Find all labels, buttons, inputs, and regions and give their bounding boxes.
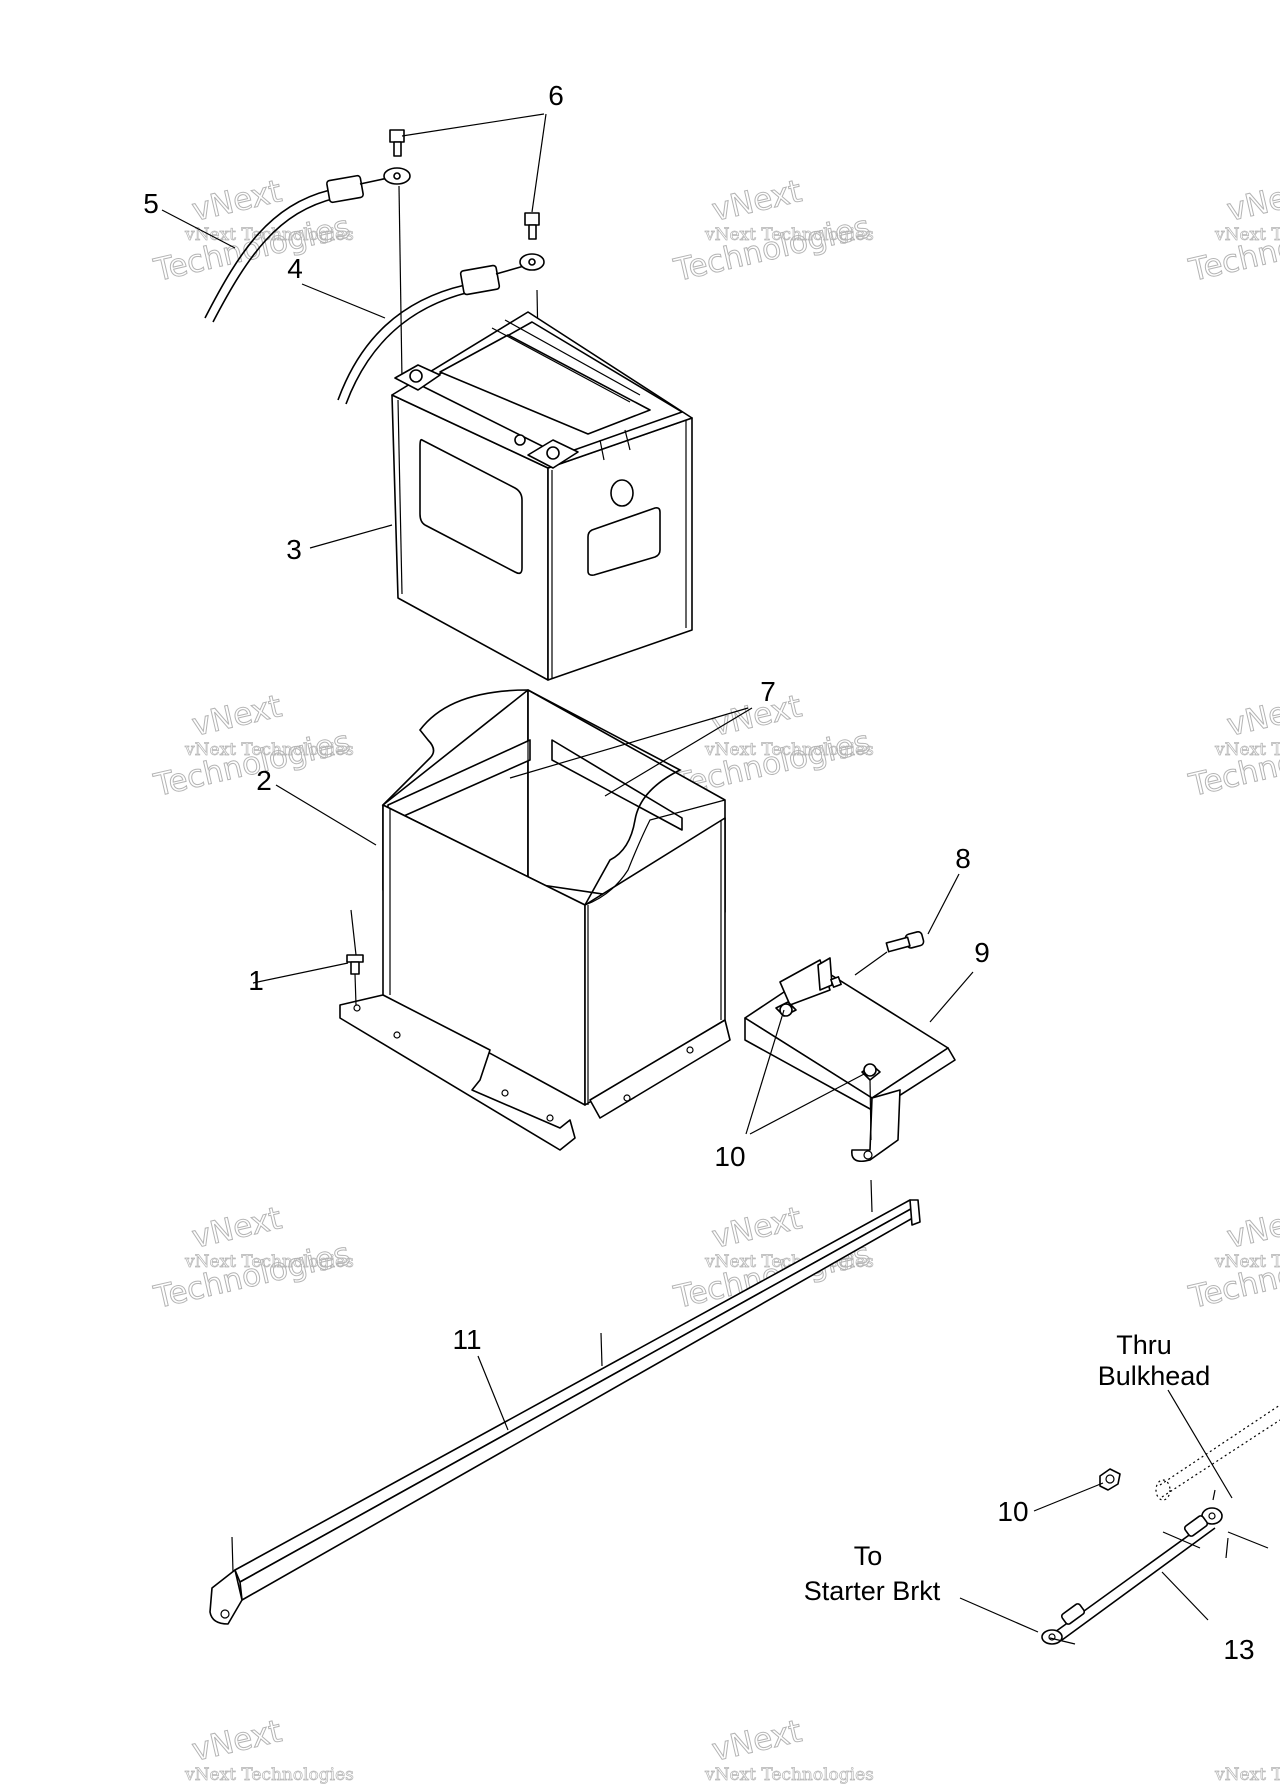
watermark: vNext Technologies vNext Technologies	[150, 173, 354, 290]
note-starter-brkt: Starter Brkt	[804, 1576, 941, 1606]
annotations: Thru Bulkhead To Starter Brkt	[804, 1330, 1211, 1606]
watermark: vNext Technologies vNext	[704, 1713, 875, 1785]
watermark: vNext Technologies vNext Technologies	[150, 1200, 354, 1317]
svg-text:vNext Technologies: vNext Technologies	[1214, 225, 1280, 245]
callout-2: 2	[256, 765, 272, 796]
battery-box	[339, 689, 731, 1151]
svg-text:vNext Technologies: vNext Technologies	[1214, 740, 1280, 760]
svg-text:vNext: vNext	[1224, 1200, 1280, 1255]
watermark: vNext Technologies vNext Technologies	[1185, 688, 1280, 805]
callout-10: 10	[997, 1496, 1028, 1527]
note-to: To	[854, 1541, 883, 1571]
nut	[1099, 1468, 1121, 1491]
positive-cable	[337, 253, 545, 405]
note-thru: Thru	[1116, 1330, 1172, 1360]
watermark: vNext Technologies vNext Technologies	[670, 173, 874, 290]
note-bulkhead: Bulkhead	[1098, 1361, 1211, 1391]
watermark: vNext Technologies vNext	[184, 1713, 355, 1785]
svg-text:vNext: vNext	[709, 1200, 805, 1255]
callout-5: 5	[143, 188, 159, 219]
svg-text:vNext: vNext	[709, 173, 805, 228]
callout-8: 8	[955, 843, 971, 874]
watermark-line1: vNext Technologies	[184, 225, 354, 245]
callout-6: 6	[548, 80, 564, 111]
callout-7: 7	[760, 676, 776, 707]
watermark-line2: vNext	[189, 173, 285, 228]
callout-1: 1	[248, 965, 264, 996]
watermark: vNext Technologies vNext Technologies	[1185, 173, 1280, 290]
callout-13: 13	[1223, 1634, 1254, 1665]
leader-lines	[161, 113, 1233, 1633]
watermark-line3: Technologies	[150, 209, 353, 289]
svg-text:vNext Technologies: vNext Technologies	[704, 1765, 874, 1785]
svg-text:Technologies: Technologies	[670, 209, 873, 289]
svg-text:vNext Technologies: vNext Technologies	[184, 1252, 354, 1272]
callout-11: 11	[452, 1324, 481, 1355]
svg-text:vNext: vNext	[709, 688, 805, 743]
svg-text:vNext Technologies: vNext Technologies	[184, 1765, 354, 1785]
cable-rod	[1041, 1489, 1269, 1645]
svg-text:Technologies: Technologies	[150, 1236, 353, 1316]
callout-4: 4	[287, 253, 303, 284]
svg-text:Technologies: Technologies	[150, 724, 353, 804]
support-rail	[209, 1179, 921, 1625]
svg-text:vNext: vNext	[1224, 173, 1280, 228]
callout-3: 3	[286, 534, 302, 565]
callout-9: 9	[974, 937, 990, 968]
watermark: vNext Technologies vNext Technologies	[150, 688, 354, 805]
fastener-pin	[346, 909, 364, 1006]
battery	[391, 311, 693, 681]
callouts: 1 2 3 4 5 6 7 8 9 10 10 11 13	[143, 80, 1254, 1665]
svg-text:vNext: vNext	[709, 1713, 805, 1768]
svg-text:vNext: vNext	[189, 688, 285, 743]
watermark: vNext Technologies	[1214, 1765, 1280, 1786]
negative-cable	[204, 167, 411, 323]
svg-text:vNext Technologies: vNext Technologies	[184, 740, 354, 760]
svg-text:vNext Technologies: vNext Technologies	[1214, 1765, 1280, 1785]
svg-text:vNext Technologies: vNext Technologies	[704, 225, 874, 245]
callout-10: 10	[714, 1141, 745, 1172]
svg-text:vNext Technologies: vNext Technologies	[1214, 1252, 1280, 1272]
svg-text:vNext: vNext	[1224, 688, 1280, 743]
svg-text:vNext: vNext	[189, 1713, 285, 1768]
svg-text:vNext: vNext	[189, 1200, 285, 1255]
hold-down-bracket	[744, 957, 956, 1163]
watermark: vNext Technologies vNext Technologies	[1185, 1200, 1280, 1317]
bolt	[854, 931, 925, 976]
bulkhead-hidden-cable	[1155, 1404, 1280, 1501]
svg-text:vNext Technologies: vNext Technologies	[704, 740, 874, 760]
